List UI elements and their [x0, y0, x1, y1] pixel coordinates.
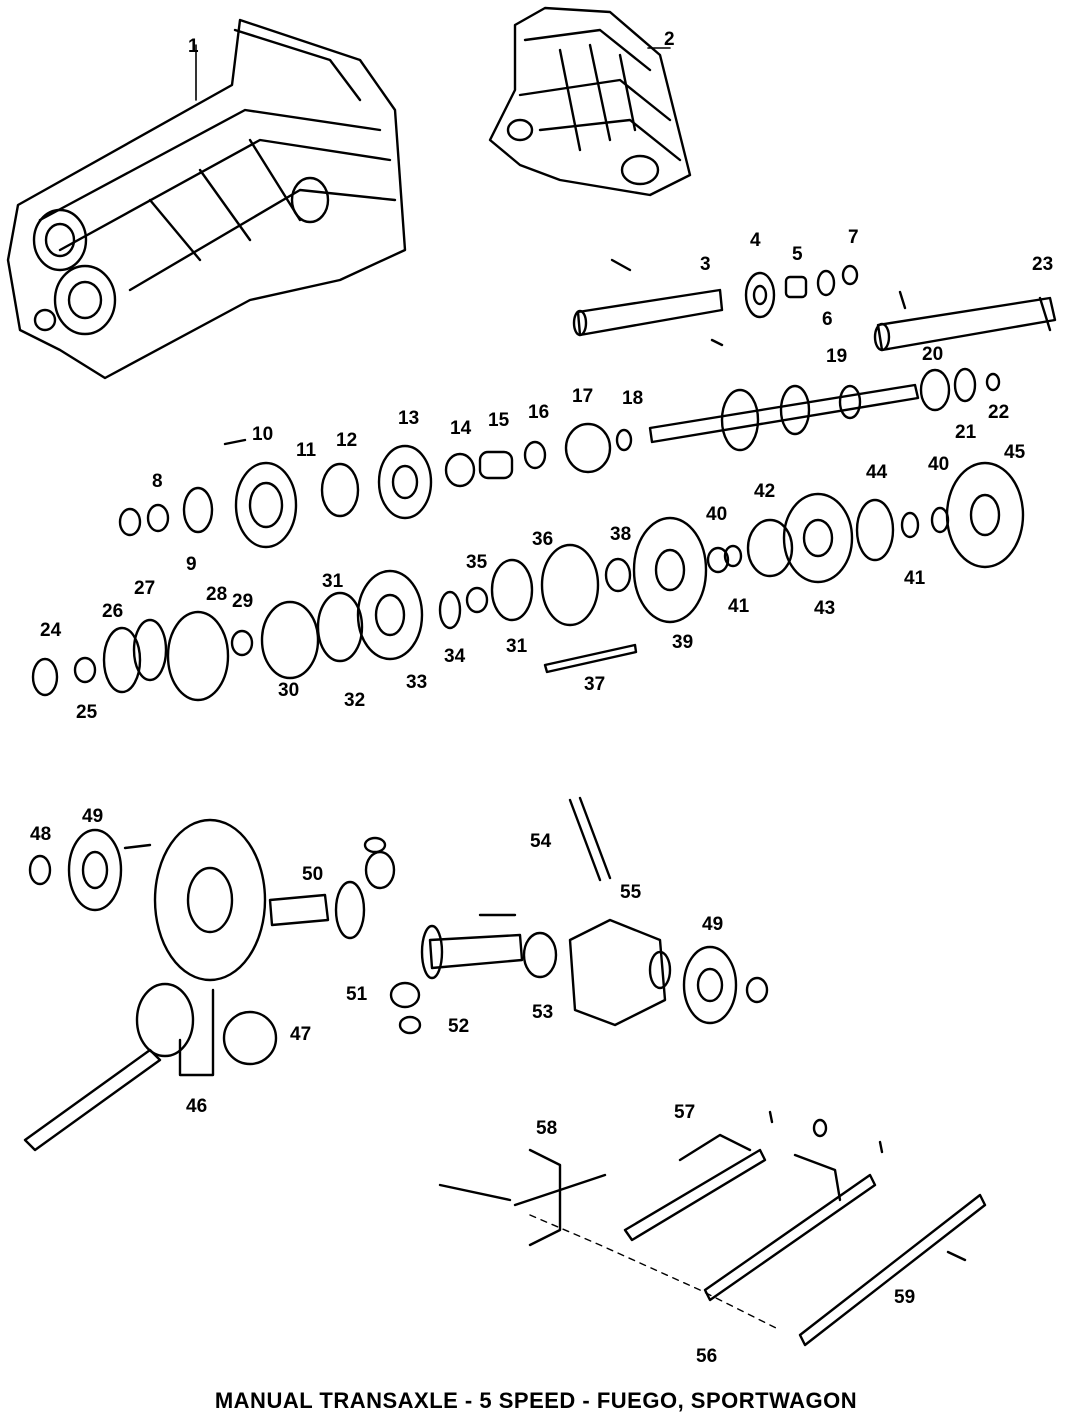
callout-1: 1	[188, 36, 199, 57]
callout-55: 55	[620, 882, 642, 903]
callout-48: 48	[30, 824, 51, 845]
callout-19: 19	[826, 346, 847, 367]
callout-49: 49	[82, 806, 103, 827]
callout-53: 53	[532, 1002, 553, 1023]
callout-14: 14	[450, 418, 472, 439]
callout-15: 15	[488, 410, 510, 431]
callout-35: 35	[466, 552, 488, 573]
callout-7: 7	[848, 227, 859, 248]
callout-51: 51	[346, 984, 368, 1005]
callout-22: 22	[988, 402, 1009, 423]
callout-21: 21	[955, 422, 977, 443]
callout-54: 54	[530, 831, 552, 852]
callout-31: 31	[506, 636, 528, 657]
diagram-caption: MANUAL TRANSAXLE - 5 SPEED - FUEGO, SPOR…	[214, 1388, 858, 1413]
callout-58: 58	[536, 1118, 557, 1139]
secondary-gear-train	[31, 461, 1025, 702]
callout-5: 5	[792, 244, 803, 265]
callout-57: 57	[674, 1102, 695, 1123]
callout-25: 25	[76, 702, 98, 723]
shift-forks	[438, 1110, 987, 1347]
callout-37: 37	[584, 674, 605, 695]
primary-shaft	[873, 290, 1057, 352]
callout-59: 59	[894, 1287, 915, 1308]
callout-36: 36	[532, 529, 553, 550]
primary-gear-train	[118, 422, 633, 549]
callout-39: 39	[672, 632, 693, 653]
callout-49: 49	[702, 914, 723, 935]
rear-housing	[488, 6, 692, 197]
callout-24: 24	[40, 620, 62, 641]
callout-50: 50	[302, 864, 323, 885]
callout-42: 42	[754, 481, 775, 502]
differential	[23, 796, 769, 1152]
callout-44: 44	[866, 462, 888, 483]
secondary-shaft	[572, 258, 859, 347]
callout-26: 26	[102, 601, 123, 622]
callout-3: 3	[700, 254, 711, 275]
callout-43: 43	[814, 598, 835, 619]
callout-17: 17	[572, 386, 593, 407]
callout-10: 10	[252, 424, 273, 445]
callout-2: 2	[664, 29, 675, 50]
callout-40: 40	[706, 504, 727, 525]
callout-16: 16	[528, 402, 549, 423]
callout-23: 23	[1032, 254, 1053, 275]
callout-13: 13	[398, 408, 419, 429]
callout-4: 4	[750, 230, 761, 251]
callout-47: 47	[290, 1024, 311, 1045]
callout-31: 31	[322, 571, 344, 592]
callout-32: 32	[344, 690, 365, 711]
callout-52: 52	[448, 1016, 469, 1037]
callout-20: 20	[922, 344, 943, 365]
callout-18: 18	[622, 388, 643, 409]
callout-38: 38	[610, 524, 631, 545]
callout-33: 33	[406, 672, 427, 693]
callout-28: 28	[206, 584, 227, 605]
callout-46: 46	[186, 1096, 207, 1117]
callout-12: 12	[336, 430, 357, 451]
transaxle-case	[6, 18, 407, 380]
callout-41: 41	[728, 596, 750, 617]
callout-8: 8	[152, 471, 163, 492]
callout-27: 27	[134, 578, 155, 599]
callout-30: 30	[278, 680, 299, 701]
callout-9: 9	[186, 554, 197, 575]
callout-6: 6	[822, 309, 833, 330]
callout-45: 45	[1004, 442, 1026, 463]
callout-29: 29	[232, 591, 253, 612]
callout-11: 11	[296, 440, 317, 461]
callout-41: 41	[904, 568, 926, 589]
main-shaft	[648, 367, 1001, 452]
callout-40: 40	[928, 454, 949, 475]
callout-56: 56	[696, 1346, 717, 1367]
callout-34: 34	[444, 646, 466, 667]
